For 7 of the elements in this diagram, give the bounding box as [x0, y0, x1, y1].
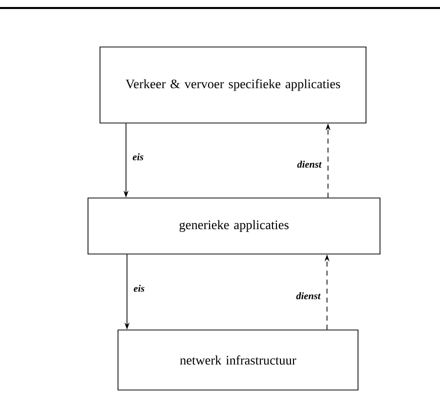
edge-label: dienst: [297, 160, 322, 168]
edge-label: dienst: [296, 292, 321, 300]
process-box: Verkeer & vervoer specifieke applicaties: [100, 46, 366, 124]
process-box: generieke applicaties: [88, 198, 380, 254]
edge-label: eis: [134, 284, 144, 292]
edge-label: eis: [132, 153, 144, 160]
process-box: netwerk infrastructuur: [118, 330, 358, 390]
